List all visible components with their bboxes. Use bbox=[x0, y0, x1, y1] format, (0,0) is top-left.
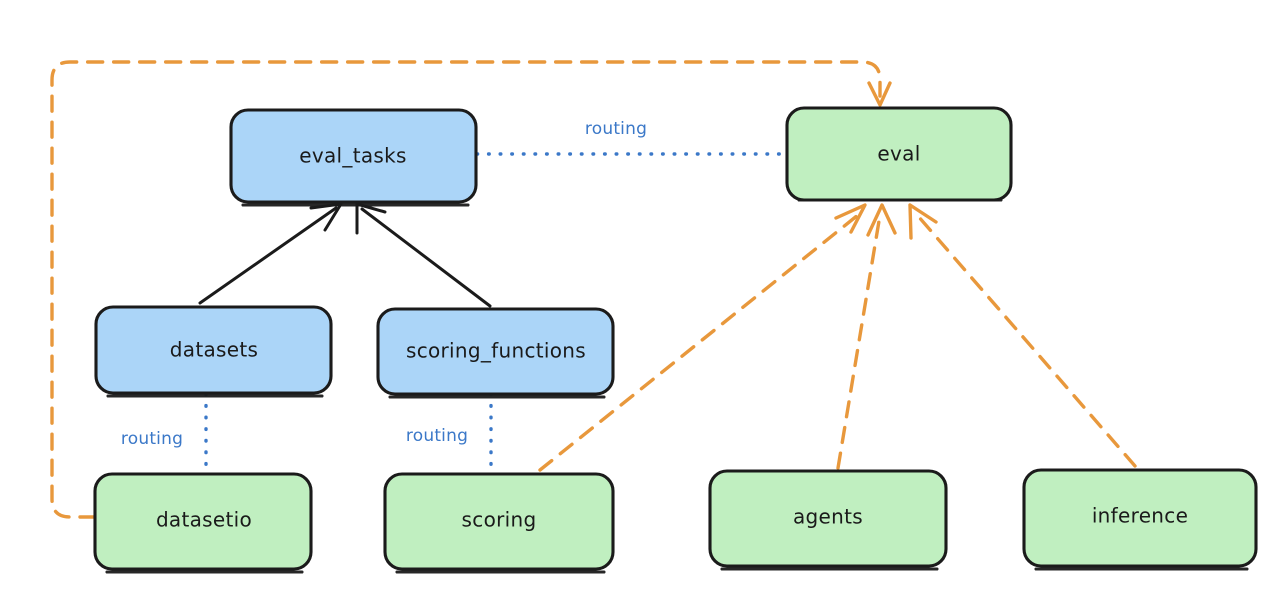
node-eval[interactable]: eval bbox=[785, 106, 1013, 202]
node-eval-shape bbox=[785, 106, 1013, 202]
node-datasets-shape bbox=[94, 305, 333, 395]
edge-scoring-to-eval bbox=[538, 203, 867, 472]
node-eval-label: eval bbox=[877, 142, 920, 166]
nodes-layer: eval_tasks eval datasets scoring_functio… bbox=[93, 106, 1258, 574]
node-agents[interactable]: agents bbox=[708, 469, 948, 571]
node-datasetio-shape bbox=[93, 472, 313, 571]
edge-label-routing-datasets-datasetio: routing bbox=[121, 429, 183, 449]
node-datasets[interactable]: datasets bbox=[94, 305, 333, 398]
node-scoring-label: scoring bbox=[462, 508, 537, 532]
node-eval_tasks-label: eval_tasks bbox=[299, 144, 406, 168]
edge-datasets-to-eval_tasks bbox=[198, 202, 343, 305]
node-eval_tasks[interactable]: eval_tasks bbox=[229, 108, 478, 207]
edge-inference-to-eval bbox=[908, 203, 1137, 468]
node-eval_tasks-shape bbox=[229, 108, 478, 204]
node-scoring-shape bbox=[383, 472, 615, 571]
edge-scoring_functions-to-eval_tasks bbox=[355, 202, 492, 308]
edge-agents-to-eval bbox=[836, 203, 897, 470]
node-scoring[interactable]: scoring bbox=[383, 472, 615, 574]
node-datasets-label: datasets bbox=[170, 338, 258, 362]
edge-labels-layer: routing routing routing bbox=[121, 119, 647, 449]
edge-datasetio-to-eval bbox=[50, 60, 892, 519]
node-inference-shape bbox=[1022, 468, 1258, 568]
node-agents-shape bbox=[708, 469, 948, 568]
edge-label-routing-eval-tasks-eval: routing bbox=[585, 119, 647, 139]
node-scoring_functions-label: scoring_functions bbox=[406, 339, 586, 363]
node-datasetio[interactable]: datasetio bbox=[93, 472, 313, 574]
node-datasetio-label: datasetio bbox=[156, 508, 252, 532]
node-agents-label: agents bbox=[793, 505, 863, 529]
node-inference-label: inference bbox=[1092, 504, 1188, 528]
node-scoring_functions[interactable]: scoring_functions bbox=[376, 307, 615, 399]
node-inference[interactable]: inference bbox=[1022, 468, 1258, 571]
node-scoring_functions-shape bbox=[376, 307, 615, 396]
edge-label-routing-scoring-functions-scoring: routing bbox=[406, 426, 468, 446]
